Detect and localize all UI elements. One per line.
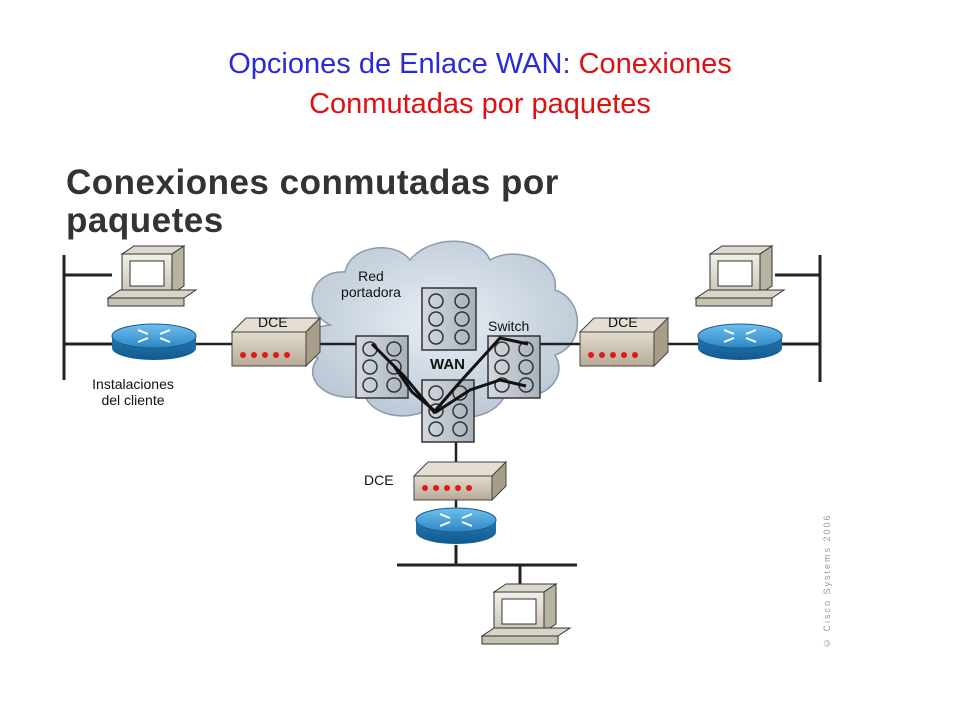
switch-label: Switch (488, 318, 530, 334)
wan-switch-left (355, 335, 409, 399)
dce-left-label: DCE (258, 314, 288, 330)
title-red-part-1: Conexiones (578, 48, 732, 80)
dce-bottom-label: DCE (364, 472, 394, 488)
carrier-network-label-line-2: portadora (341, 284, 401, 300)
figure-heading: Conexiones conmutadas por paquetes (66, 164, 559, 240)
router-left (111, 323, 197, 360)
wan-switch-top (421, 287, 477, 351)
title-red-part-2: Conmutadas por paquetes (309, 88, 651, 120)
wan-label: WAN (430, 356, 465, 373)
figure-heading-line-1: Conexiones conmutadas por (66, 163, 559, 202)
router-bottom (415, 507, 497, 544)
customer-premises-label-line-1: Instalaciones (92, 376, 174, 392)
customer-premises-label-line-2: del cliente (101, 392, 165, 408)
title-blue-part: Opciones de Enlace WAN: (228, 48, 571, 80)
dce-left (230, 316, 322, 368)
left-lan-segment (62, 255, 112, 380)
customer-premises-label: Instalaciones del cliente (70, 376, 196, 408)
pc-bottom (480, 583, 572, 645)
wan-switch-right (487, 335, 541, 399)
figure-heading-line-2: paquetes (66, 201, 224, 240)
right-lan-segment (775, 255, 822, 382)
dce-bottom (412, 460, 508, 502)
wan-switch-bottom (421, 379, 475, 443)
carrier-network-label: Red portadora (326, 268, 416, 300)
router-right (697, 323, 783, 360)
pc-right (694, 245, 786, 307)
bottom-lan-segment (397, 545, 577, 590)
packet-switched-diagram: Conexiones conmutadas por paquetes Red p… (0, 150, 960, 720)
pc-left (106, 245, 198, 307)
carrier-network-label-line-1: Red (358, 268, 384, 284)
slide-title: Opciones de Enlace WAN: Conexiones Conmu… (0, 44, 960, 124)
dce-right (578, 316, 670, 368)
copyright-watermark: © Cisco Systems 2006 (822, 513, 832, 648)
diagram-graphics (62, 240, 822, 645)
dce-right-label: DCE (608, 314, 638, 330)
virtual-circuit-path (370, 336, 529, 415)
